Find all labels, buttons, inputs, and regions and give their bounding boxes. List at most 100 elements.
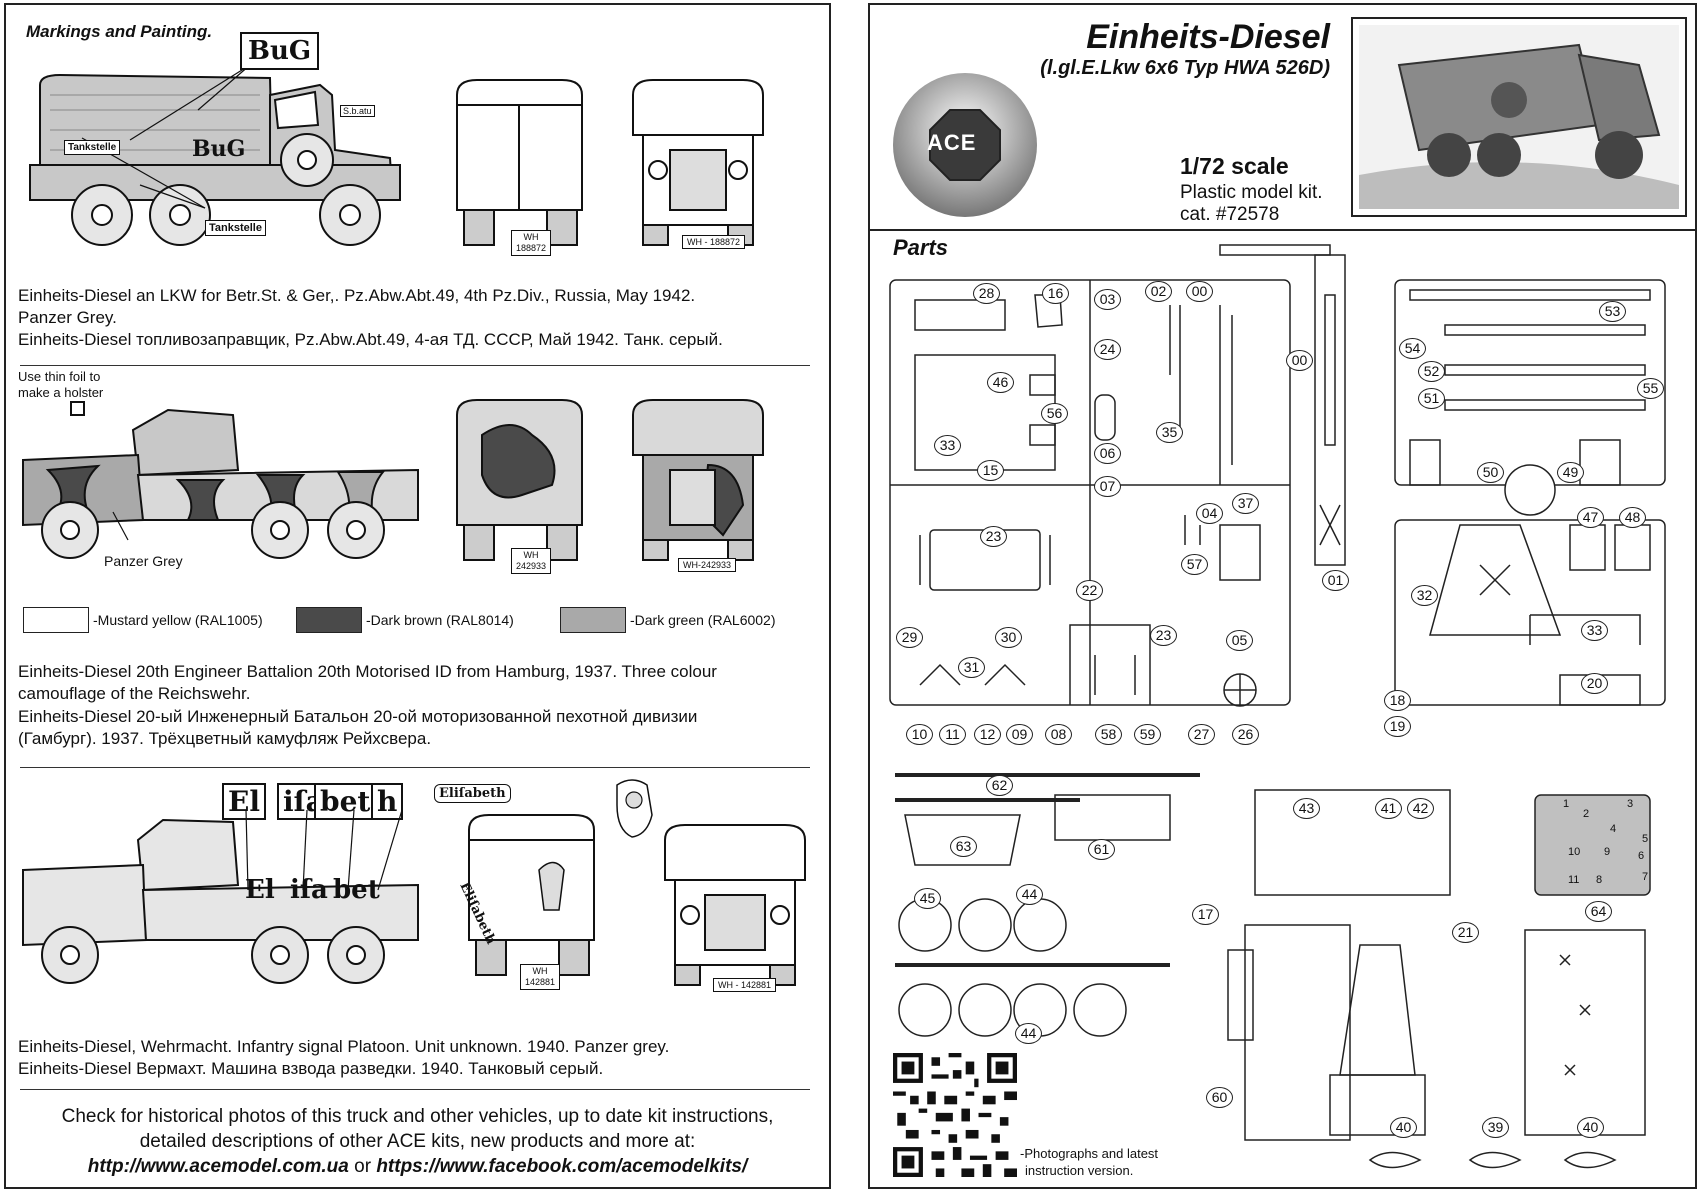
part-number: 55 (1637, 378, 1664, 399)
scheme2-text-en: Einheits-Diesel 20th Engineer Battalion … (18, 662, 717, 681)
foil-note-1: Use thin foil to (18, 369, 101, 384)
kit-header-divider (869, 229, 1696, 231)
ace-logo (893, 73, 1037, 217)
plate-rear-3-b: 142881 (525, 977, 556, 987)
part-number: 09 (1006, 724, 1033, 745)
scheme1-text-ru: Einheits-Diesel топливозаправщик, Pz.Abw… (18, 330, 723, 349)
decal-elisabeth-1: El (222, 783, 266, 820)
pe-number: 9 (1604, 846, 1611, 858)
part-number: 07 (1094, 476, 1121, 497)
part-number: 59 (1134, 724, 1161, 745)
part-number: 41 (1375, 798, 1402, 819)
part-number: 11 (939, 724, 966, 745)
part-number: 60 (1206, 1087, 1233, 1108)
part-number: 04 (1196, 503, 1223, 524)
side-elisabeth-2: iſa (290, 875, 328, 905)
part-number: 29 (896, 627, 923, 648)
plate-rear-2-a: WH (523, 550, 539, 560)
box-art-frame (1351, 17, 1687, 217)
part-number: 48 (1619, 507, 1646, 528)
part-number: 05 (1226, 630, 1253, 651)
kit-scale: 1/72 scale (1180, 153, 1289, 179)
pe-number: 2 (1583, 808, 1590, 820)
scheme3-text-en: Einheits-Diesel, Wehrmacht. Infantry sig… (18, 1037, 670, 1056)
swatch-dark-brown (296, 607, 362, 633)
pe-number: 10 (1568, 846, 1581, 858)
part-number: 12 (974, 724, 1001, 745)
part-number: 16 (1042, 283, 1069, 304)
pe-number: 7 (1642, 871, 1649, 883)
divider-3 (20, 1089, 810, 1090)
part-number: 62 (986, 775, 1013, 796)
part-number: 56 (1041, 403, 1068, 424)
footer-line2: detailed descriptions of other ACE kits,… (139, 1131, 696, 1152)
plate-rear-2-b: 242933 (516, 561, 547, 571)
decal-small: S.b.atu (340, 105, 375, 117)
part-number: 20 (1581, 673, 1608, 694)
pe-number: 4 (1610, 823, 1617, 835)
part-number: 31 (958, 657, 985, 678)
link-acemodel[interactable]: http://www.acemodel.com.ua (87, 1156, 349, 1177)
scheme3-rear-view (468, 814, 595, 976)
footer-links: http://www.acemodel.com.ua or https://ww… (4, 1154, 831, 1179)
part-number: 22 (1076, 580, 1103, 601)
plate-rear-3-a: WH (532, 966, 548, 976)
scheme3-text-ru: Einheits-Diesel Вермахт. Машина взвода р… (18, 1059, 604, 1078)
part-number: 63 (950, 836, 977, 857)
pe-number: 8 (1596, 874, 1603, 886)
decal-tankstelle-side: Tankstelle (64, 140, 121, 155)
kit-kind: Plastic model kit. (1180, 182, 1323, 203)
figure-decal (616, 779, 653, 838)
swatch-dark-brown-label: -Dark brown (RAL8014) (366, 612, 514, 628)
side-elisabeth-1: El (245, 875, 275, 905)
part-number: 32 (1411, 585, 1438, 606)
plate-rear-1-b: 188872 (516, 243, 547, 253)
part-number: 51 (1418, 388, 1445, 409)
part-number: 23 (980, 526, 1007, 547)
pe-number: 5 (1642, 833, 1649, 845)
part-number: 01 (1322, 570, 1349, 591)
qr-note-2: instruction version. (1025, 1163, 1134, 1178)
part-number: 46 (987, 372, 1014, 393)
part-number: 28 (973, 283, 1000, 304)
kit-cat: cat. #72578 (1180, 204, 1280, 225)
part-number: 57 (1181, 554, 1208, 575)
kit-title: Einheits-Diesel (1086, 18, 1330, 56)
pe-number: 3 (1627, 798, 1634, 810)
scheme1-text-en: Einheits-Diesel an LKW for Betr.St. & Ge… (18, 286, 696, 305)
pe-number: 11 (1568, 874, 1580, 886)
scheme2-side-view (22, 401, 419, 559)
plate-rear-1-a: WH (523, 232, 539, 242)
part-number: 23 (1150, 625, 1177, 646)
scheme1-front-view (632, 79, 764, 246)
divider-1 (20, 365, 810, 366)
decal-bug-big: BuG (240, 32, 320, 70)
part-number: 40 (1577, 1117, 1604, 1138)
link-facebook[interactable]: https://www.facebook.com/acemodelkits/ (376, 1156, 748, 1177)
wheel (71, 133, 381, 246)
decal-elisabeth-full: Eliſabeth (434, 784, 511, 803)
part-number: 21 (1452, 922, 1479, 943)
part-number: 37 (1232, 493, 1259, 514)
part-number: 35 (1156, 422, 1183, 443)
part-number: 49 (1557, 462, 1584, 483)
swatch-mustard-yellow-label: -Mustard yellow (RAL1005) (93, 612, 263, 628)
scheme2-text-ru2: (Гамбург). 1937. Трёхцветный камуфляж Ре… (18, 729, 432, 748)
part-number: 42 (1407, 798, 1434, 819)
plate-rear-1: WH 188872 (511, 230, 552, 256)
side-elisabeth-3: bet (333, 875, 380, 905)
part-number: 19 (1384, 716, 1411, 737)
plate-front-1: WH - 188872 (682, 235, 746, 249)
plate-rear-2: WH 242933 (511, 548, 552, 574)
part-number: 00 (1286, 350, 1313, 371)
scheme2-front-view (632, 399, 764, 561)
kit-subtitle: (l.gl.E.Lkw 6x6 Typ HWA 526D) (1040, 57, 1330, 79)
part-number: 26 (1232, 724, 1259, 745)
part-number: 27 (1188, 724, 1215, 745)
pe-number: 6 (1638, 850, 1645, 862)
part-number: 64 (1585, 901, 1612, 922)
part-number: 47 (1577, 507, 1604, 528)
part-number: 61 (1088, 839, 1115, 860)
plate-rear-3: WH 142881 (520, 964, 561, 990)
part-number: 33 (1581, 620, 1608, 641)
